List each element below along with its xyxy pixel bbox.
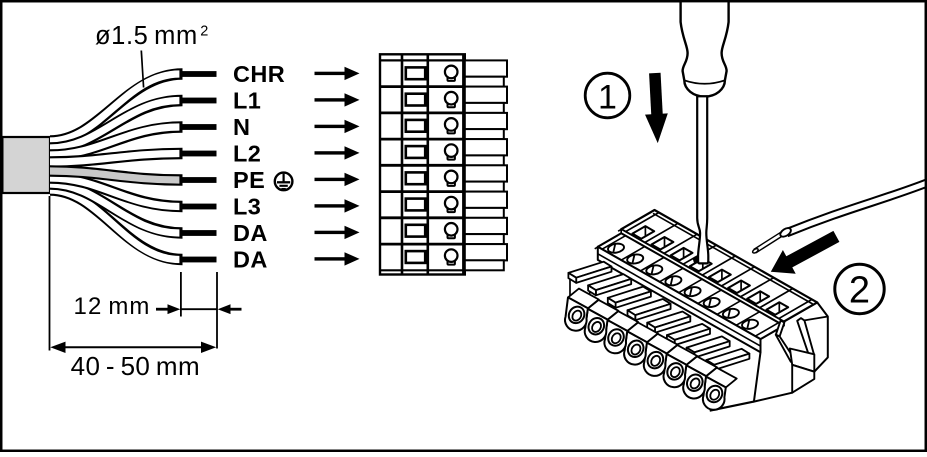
svg-text:L2: L2	[233, 141, 261, 167]
svg-text:2: 2	[200, 23, 208, 39]
svg-text:PE: PE	[233, 167, 265, 193]
svg-text:DA: DA	[233, 220, 268, 246]
svg-text:40 - 50 mm: 40 - 50 mm	[71, 351, 200, 381]
svg-text:CHR: CHR	[233, 61, 285, 87]
svg-text:N: N	[233, 114, 250, 140]
svg-text:DA: DA	[233, 247, 268, 273]
svg-text:2: 2	[849, 270, 870, 312]
svg-text:12 mm: 12 mm	[74, 293, 151, 320]
svg-text:1: 1	[598, 78, 617, 116]
svg-text:ø1.5 mm: ø1.5 mm	[95, 22, 198, 50]
svg-text:L3: L3	[233, 194, 261, 220]
svg-text:L1: L1	[233, 88, 261, 114]
